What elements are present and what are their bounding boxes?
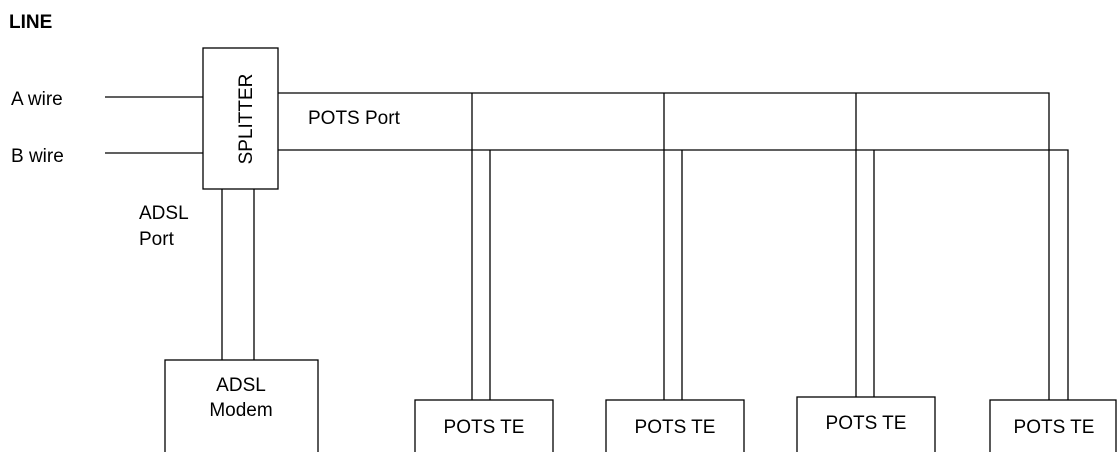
splitter-label: SPLITTER bbox=[236, 74, 257, 165]
pots-te-label-1: POTS TE bbox=[444, 417, 525, 438]
splitter-box bbox=[202, 47, 279, 190]
adsl-modem-label-line1: ADSL bbox=[216, 375, 266, 396]
pots-te-box-2 bbox=[605, 399, 745, 452]
adsl-port-label-line2: Port bbox=[139, 229, 175, 250]
adsl-modem-label-line2: Modem bbox=[209, 400, 272, 421]
b-wire-label: B wire bbox=[11, 146, 64, 167]
pots-te-box-4 bbox=[989, 399, 1117, 452]
adsl-modem-box bbox=[164, 359, 319, 452]
pots-port-label: POTS Port bbox=[308, 108, 401, 129]
pots-te-box-3 bbox=[796, 396, 936, 452]
pots-te-label-2: POTS TE bbox=[635, 417, 716, 438]
pots-te-label-3: POTS TE bbox=[826, 413, 907, 434]
adsl-port-label-line1: ADSL bbox=[139, 203, 189, 224]
a-wire-label: A wire bbox=[11, 89, 63, 110]
diagram-title: LINE bbox=[9, 12, 52, 33]
pots-b-bus bbox=[278, 149, 1069, 400]
pots-te-label-4: POTS TE bbox=[1014, 417, 1095, 438]
pots-te-box-1 bbox=[414, 399, 554, 452]
pots-a-bus bbox=[278, 92, 1050, 400]
